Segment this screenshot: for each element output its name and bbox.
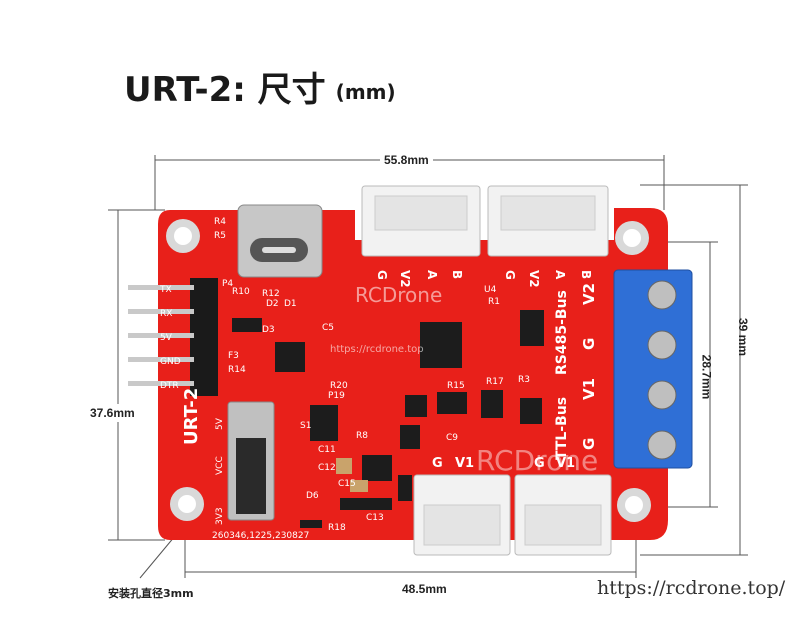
part-designator: R4 bbox=[214, 217, 226, 227]
part-designator: R17 bbox=[486, 377, 504, 387]
top-right-pin-3: A bbox=[553, 270, 567, 280]
mounting-holes bbox=[166, 219, 651, 522]
part-designator: S1 bbox=[300, 421, 311, 431]
switch-label-1: VCC bbox=[215, 456, 225, 475]
bottom-left-pin-1: G bbox=[432, 456, 443, 471]
part-designator: P19 bbox=[328, 391, 345, 401]
part-designator: R5 bbox=[214, 231, 226, 241]
site-url[interactable]: https://rcdrone.top/ bbox=[597, 577, 786, 599]
components bbox=[232, 310, 544, 528]
dim-height-total: 39 mm bbox=[736, 317, 751, 357]
part-designator: C13 bbox=[366, 513, 384, 523]
title-main: URT-2: 尺寸 bbox=[124, 70, 326, 110]
part-designator: R10 bbox=[232, 287, 250, 297]
slide-switch bbox=[227, 401, 275, 521]
top-right-pin-2: V2 bbox=[527, 270, 541, 288]
dim-bottom-span: 48.5mm bbox=[402, 582, 447, 596]
part-designator: R18 bbox=[328, 523, 346, 533]
pin-label-5: DTR bbox=[160, 381, 179, 391]
dim-side-height: 37.6mm bbox=[88, 404, 137, 422]
connector-bottom-left bbox=[413, 474, 511, 556]
part-designator: R20 bbox=[330, 381, 348, 391]
usb-c-connector bbox=[237, 204, 323, 278]
dim-terminal-span: 28.7mm bbox=[699, 354, 714, 400]
watermark-top: RCDrone bbox=[355, 283, 442, 307]
terminal-pin-4: G bbox=[580, 438, 598, 450]
pin-label-2: RX bbox=[160, 309, 172, 319]
board-name: URT-2 bbox=[181, 388, 202, 445]
silkscreen: URT-2 RS485-Bus TTL-Bus V2 G V1 G G V2 A… bbox=[159, 270, 598, 541]
capacitors bbox=[336, 458, 368, 492]
connector-top-right bbox=[487, 185, 609, 257]
top-left-pin-1: G bbox=[375, 270, 389, 280]
top-left-pin-2: V2 bbox=[398, 270, 412, 288]
top-right-pin-1: G bbox=[503, 270, 517, 280]
part-designator: D2 bbox=[266, 299, 279, 309]
part-designator: D3 bbox=[262, 325, 275, 335]
pin-label-1: TX bbox=[159, 285, 172, 295]
part-designator: C9 bbox=[446, 433, 458, 443]
rs485-label: RS485-Bus bbox=[554, 290, 570, 375]
terminal-pin-3: V1 bbox=[580, 378, 598, 400]
dim-top-width: 55.8mm bbox=[380, 153, 433, 167]
part-designator: R8 bbox=[356, 431, 368, 441]
watermark-url: https://rcdrone.top bbox=[330, 344, 424, 355]
pin-label-4: GND bbox=[160, 357, 181, 367]
hole-diameter-note: 安装孔直径3mm bbox=[108, 587, 194, 600]
top-left-pin-3: A bbox=[425, 270, 439, 280]
terminal-block bbox=[613, 269, 693, 469]
bottom-left-pin-2: V1 bbox=[455, 456, 474, 471]
part-designator: P4 bbox=[222, 279, 233, 289]
title-unit: (mm) bbox=[335, 79, 396, 104]
batch-code: 260346,1225,230827 bbox=[212, 531, 309, 541]
part-designator: R15 bbox=[447, 381, 465, 391]
bottom-right-pin-2: V1 bbox=[556, 456, 575, 471]
part-designator: R12 bbox=[262, 289, 280, 299]
watermark-bottom: RCDrone bbox=[476, 444, 598, 477]
part-designator: D1 bbox=[284, 299, 297, 309]
terminal-pin-2: G bbox=[580, 338, 598, 350]
bottom-right-pin-1: G bbox=[534, 456, 545, 471]
part-designator: R14 bbox=[228, 365, 246, 375]
part-designator: C5 bbox=[322, 323, 334, 333]
page-title: URT-2: 尺寸 (mm) bbox=[124, 62, 396, 111]
part-designator: R3 bbox=[518, 375, 530, 385]
pin-header bbox=[128, 278, 218, 396]
part-designator: C12 bbox=[318, 463, 336, 473]
switch-label-3: 3V3 bbox=[215, 507, 225, 525]
terminal-pin-1: V2 bbox=[580, 283, 598, 305]
part-designator: U4 bbox=[484, 285, 497, 295]
part-designator: D6 bbox=[306, 491, 319, 501]
pin-label-3: 5V bbox=[160, 333, 173, 343]
part-designator: C15 bbox=[338, 479, 356, 489]
top-left-pin-4: B bbox=[450, 270, 464, 279]
connector-bottom-right bbox=[514, 474, 612, 556]
connector-top-left bbox=[361, 185, 481, 257]
part-designator: R1 bbox=[488, 297, 500, 307]
ttl-label: TTL-Bus bbox=[554, 397, 570, 460]
top-right-pin-4: B bbox=[579, 270, 593, 279]
switch-label-2: 5V bbox=[215, 417, 225, 430]
part-designator: C11 bbox=[318, 445, 336, 455]
part-designator: F3 bbox=[228, 351, 239, 361]
pcb bbox=[158, 208, 668, 540]
